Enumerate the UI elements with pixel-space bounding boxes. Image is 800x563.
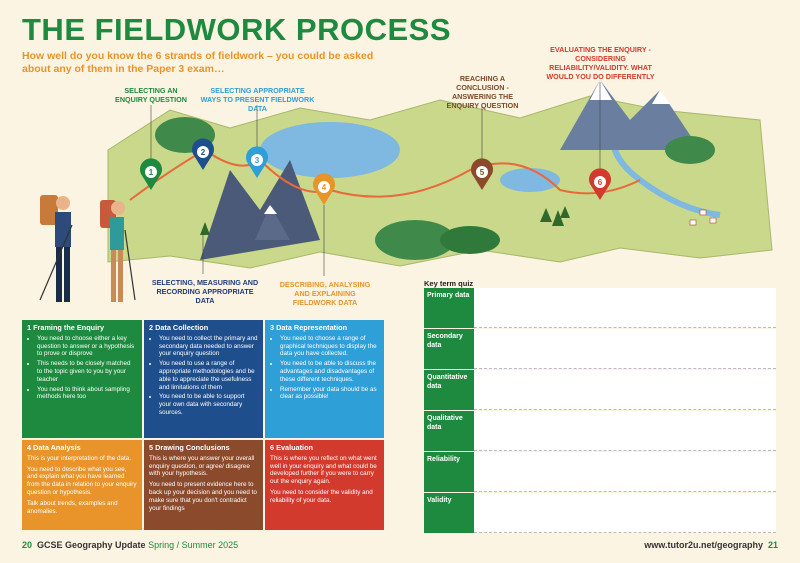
strand-data-collection: 2 Data Collection You need to collect th… <box>144 320 265 438</box>
pin-2: 2 <box>192 138 215 170</box>
strands-grid: 1 Framing the Enquiry You need to choose… <box>22 320 386 530</box>
quiz-row: Validity <box>424 493 776 533</box>
quiz-answer-space[interactable] <box>474 452 776 492</box>
hikers-illustration <box>39 195 136 302</box>
strand-text: You need to describe what you see, and e… <box>27 465 137 496</box>
page-title: THE FIELDWORK PROCESS <box>22 12 452 47</box>
strand-text: You need to consider the validity and re… <box>270 488 373 504</box>
pin-1: 1 <box>140 158 162 190</box>
footer-right: www.tutor2u.net/geography 21 <box>644 540 778 550</box>
strand-heading: 5 Drawing Conclusions <box>149 443 230 452</box>
hill-4 <box>440 226 500 254</box>
strand-bullet: You need to collect the primary and seco… <box>159 335 258 358</box>
hill-3 <box>665 136 715 164</box>
pin-4: 4 <box>313 173 335 205</box>
pin-3-number: 3 <box>255 156 260 165</box>
publication-name: GCSE Geography Update <box>37 540 146 550</box>
strand-framing-enquiry: 1 Framing the Enquiry You need to choose… <box>22 320 144 438</box>
callout-conclusion: REACHING A CONCLUSION - ANSWERING THE EN… <box>446 74 519 110</box>
strand-bullet: You need to choose a range of graphical … <box>280 335 379 358</box>
callout-data-collection: SELECTING, MEASURING AND RECORDING APPRO… <box>151 278 259 305</box>
houses <box>689 209 717 226</box>
strand-heading: 2 Data Collection <box>149 323 209 332</box>
quiz-row: Primary data <box>424 288 776 328</box>
strand-data-representation: 3 Data Representation You need to choose… <box>265 320 386 438</box>
quiz-term: Qualitative data <box>424 411 474 451</box>
strand-text: Talk about trends, examples and anomalie… <box>27 499 118 515</box>
strand-bullet: You need to choose either a key question… <box>37 335 137 358</box>
mountain-range-left <box>200 160 320 260</box>
strand-heading: 1 Framing the Enquiry <box>27 323 105 332</box>
pin-6: 6 <box>589 168 611 200</box>
lake-left <box>260 122 400 178</box>
publication-season: Spring / Summer 2025 <box>148 540 239 550</box>
strand-text: This is your interpretation of the data. <box>27 454 131 462</box>
page-subtitle: How well do you know the 6 strands of fi… <box>22 50 374 75</box>
strand-heading: 4 Data Analysis <box>27 443 81 452</box>
quiz-row: Reliability <box>424 452 776 492</box>
strand-evaluation: 6 Evaluation This is where you reflect o… <box>265 440 386 530</box>
quiz-term: Reliability <box>424 452 474 492</box>
pin-5: 5 <box>471 158 493 190</box>
quiz-row: Secondary data <box>424 329 776 369</box>
callout-data-analysis: DESCRIBING, ANALYSING AND EXPLAINING FIE… <box>279 280 371 307</box>
mountain-small <box>255 205 290 240</box>
lake-right <box>500 168 560 192</box>
quiz-term: Secondary data <box>424 329 474 369</box>
pin-2-number: 2 <box>201 148 206 157</box>
strand-bullet: You need to use a range of appropriate m… <box>159 360 258 391</box>
key-term-quiz: Primary data Secondary data Quantitative… <box>424 288 776 534</box>
strand-text: This is where you answer your overall en… <box>149 454 255 478</box>
quiz-answer-space[interactable] <box>474 288 776 328</box>
pin-5-number: 5 <box>480 168 485 177</box>
quiz-answer-space[interactable] <box>474 370 776 410</box>
page-number-left: 20 <box>22 540 33 550</box>
pin-3: 3 <box>246 146 268 178</box>
strand-text: You need to present evidence here to bac… <box>149 481 257 512</box>
strand-heading: 6 Evaluation <box>270 443 313 452</box>
page-number-right: 21 <box>767 540 778 550</box>
snow-cap-right <box>590 80 612 100</box>
quiz-row: Qualitative data <box>424 411 776 451</box>
footer-left: 20 GCSE Geography Update Spring / Summer… <box>22 540 238 550</box>
pin-4-number: 4 <box>322 183 327 192</box>
quiz-answer-space[interactable] <box>474 329 776 369</box>
quiz-row: Quantitative data <box>424 370 776 410</box>
strand-text: This is where you reflect on what went w… <box>270 454 377 486</box>
callout-data-presentation: SELECTING APPROPRIATE WAYS TO PRESENT FI… <box>200 86 315 113</box>
quiz-answer-space[interactable] <box>474 411 776 451</box>
strand-heading: 3 Data Representation <box>270 323 348 332</box>
strand-bullet: Remember your data should be as clear as… <box>280 386 379 402</box>
strand-bullet: You need to be able to discuss the advan… <box>280 360 379 383</box>
callout-enquiry-question: SELECTING AN ENQUIRY QUESTION <box>115 86 187 104</box>
strand-drawing-conclusions: 5 Drawing Conclusions This is where you … <box>144 440 265 530</box>
quiz-title: Key term quiz <box>424 279 474 288</box>
website-url[interactable]: www.tutor2u.net/geography <box>644 540 763 550</box>
callout-evaluation: EVALUATING THE ENQUIRY - CONSIDERING REL… <box>546 45 655 81</box>
strand-data-analysis: 4 Data Analysis This is your interpretat… <box>22 440 144 530</box>
pin-1-number: 1 <box>149 168 154 177</box>
fieldwork-map-illustration: 1 2 3 4 5 6 <box>39 80 773 302</box>
quiz-term: Validity <box>424 493 474 533</box>
strand-bullet: You need to be able to support your own … <box>159 393 258 416</box>
strand-bullet: This needs to be closely matched to the … <box>37 360 137 383</box>
snow-cap-small <box>264 205 277 214</box>
quiz-answer-space[interactable] <box>474 493 776 533</box>
strand-bullet: You need to think about sampling methods… <box>37 386 137 402</box>
trees <box>200 206 570 235</box>
hill-2 <box>375 220 455 260</box>
pin-6-number: 6 <box>598 178 603 187</box>
snow-cap-right-2 <box>652 90 670 104</box>
quiz-term: Quantitative data <box>424 370 474 410</box>
quiz-term: Primary data <box>424 288 474 328</box>
